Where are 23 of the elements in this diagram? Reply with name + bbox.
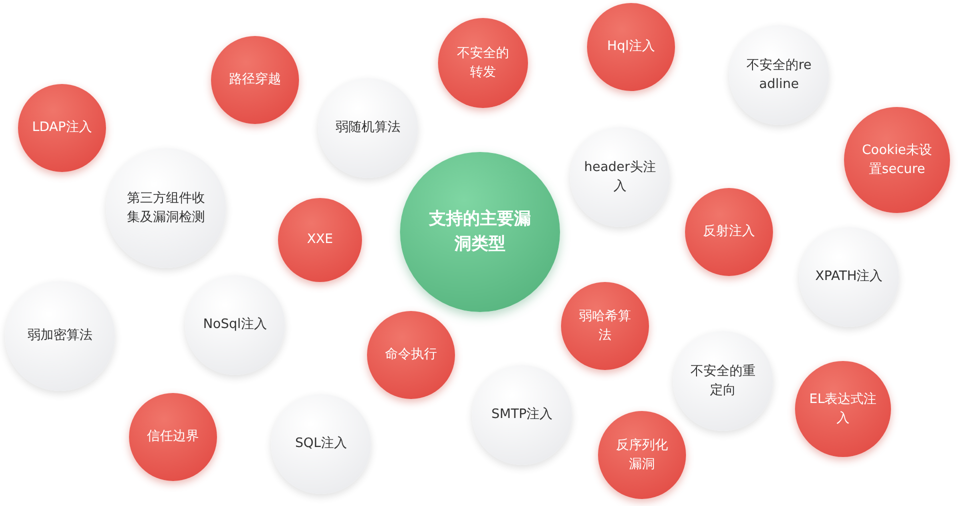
topic-bubble: NoSql注入 [185,275,285,375]
topic-bubble: Cookie未设置secure [844,107,950,213]
topic-bubble: EL表达式注入 [795,361,891,457]
topic-bubble: 反序列化漏洞 [598,411,686,499]
topic-bubble: Hql注入 [587,3,675,91]
topic-bubble: 命令执行 [367,311,455,399]
topic-bubble: 不安全的转发 [438,18,528,108]
topic-bubble: 反射注入 [685,188,773,276]
topic-bubble: 不安全的重定向 [673,331,773,431]
topic-bubble: 路径穿越 [211,36,299,124]
topic-bubble: 弱随机算法 [318,78,418,178]
topic-bubble: 弱哈希算法 [561,282,649,370]
central-topic-bubble: 支持的主要漏洞类型 [400,152,560,312]
topic-bubble: 弱加密算法 [5,281,115,391]
topic-bubble: LDAP注入 [18,84,106,172]
topic-bubble: SMTP注入 [472,365,572,465]
topic-bubble: 信任边界 [129,393,217,481]
topic-bubble: 不安全的readline [729,25,829,125]
topic-bubble: XPATH注入 [799,227,899,327]
topic-bubble: XXE [278,198,362,282]
topic-bubble: SQL注入 [271,394,371,494]
topic-bubble: header头注入 [570,127,670,227]
topic-bubble: 第三方组件收集及漏洞检测 [106,148,226,268]
